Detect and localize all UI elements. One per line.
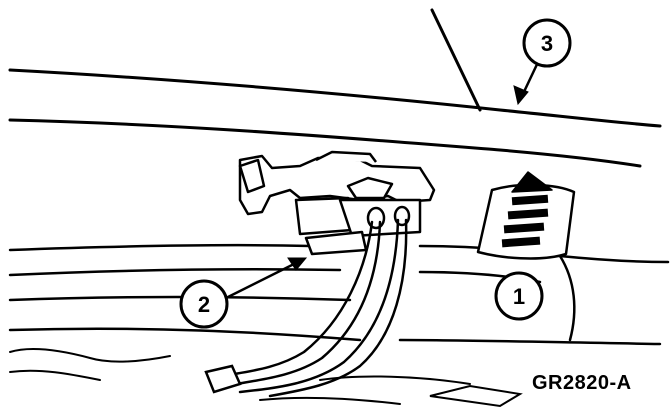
leader-2 xyxy=(224,258,304,300)
trim-line-1 xyxy=(8,243,312,252)
trim-line-3 xyxy=(8,267,342,277)
connector-clip xyxy=(346,176,394,200)
wire-4 xyxy=(268,218,408,398)
wire-2 xyxy=(224,220,382,388)
callout-3: 3 xyxy=(522,18,572,68)
interior-lamp-lens xyxy=(476,171,576,260)
arrow-bar-2 xyxy=(507,208,549,220)
wire-connector-end xyxy=(204,364,242,394)
lower-trim-panel xyxy=(8,243,670,346)
figure-id: GR2820-A xyxy=(532,372,632,394)
wiring-harness xyxy=(204,218,408,398)
callout-label-2: 2 xyxy=(198,292,210,317)
arrow-bar-3 xyxy=(503,222,545,234)
callout-circle-1 xyxy=(494,271,544,321)
callout-circle-3 xyxy=(522,18,572,68)
arrow-head xyxy=(511,171,553,193)
callout-2: 2 xyxy=(179,279,229,329)
electrical-connector xyxy=(238,150,436,256)
trim-line-bottom-2 xyxy=(398,338,662,346)
callout-arrowheads xyxy=(287,85,529,271)
lens-outline xyxy=(476,183,576,260)
trim-curve-right xyxy=(558,254,576,342)
arrowhead-2 xyxy=(287,257,308,271)
trim-line-4 xyxy=(8,295,352,302)
headliner-panel xyxy=(8,8,662,168)
connector-plug xyxy=(304,230,368,256)
lower-scene-detail xyxy=(9,348,523,408)
trim-line-bottom xyxy=(8,327,362,342)
roof-edge-line-lower xyxy=(8,118,642,168)
roof-edge-line-upper xyxy=(8,68,662,128)
callout-label-3: 3 xyxy=(541,31,553,56)
wire-1 xyxy=(212,220,374,380)
arrow-bar-1 xyxy=(511,194,549,206)
callout-1: 1 xyxy=(494,271,544,321)
arrow-bar-4 xyxy=(501,236,541,248)
connector-top-knob xyxy=(315,150,377,163)
callout-circle-2 xyxy=(179,279,229,329)
arrowhead-3 xyxy=(513,85,529,106)
callout-label-1: 1 xyxy=(513,284,525,309)
connector-tab-left xyxy=(238,158,266,194)
roof-diagonal-line xyxy=(430,8,482,112)
wire-3 xyxy=(238,218,400,394)
